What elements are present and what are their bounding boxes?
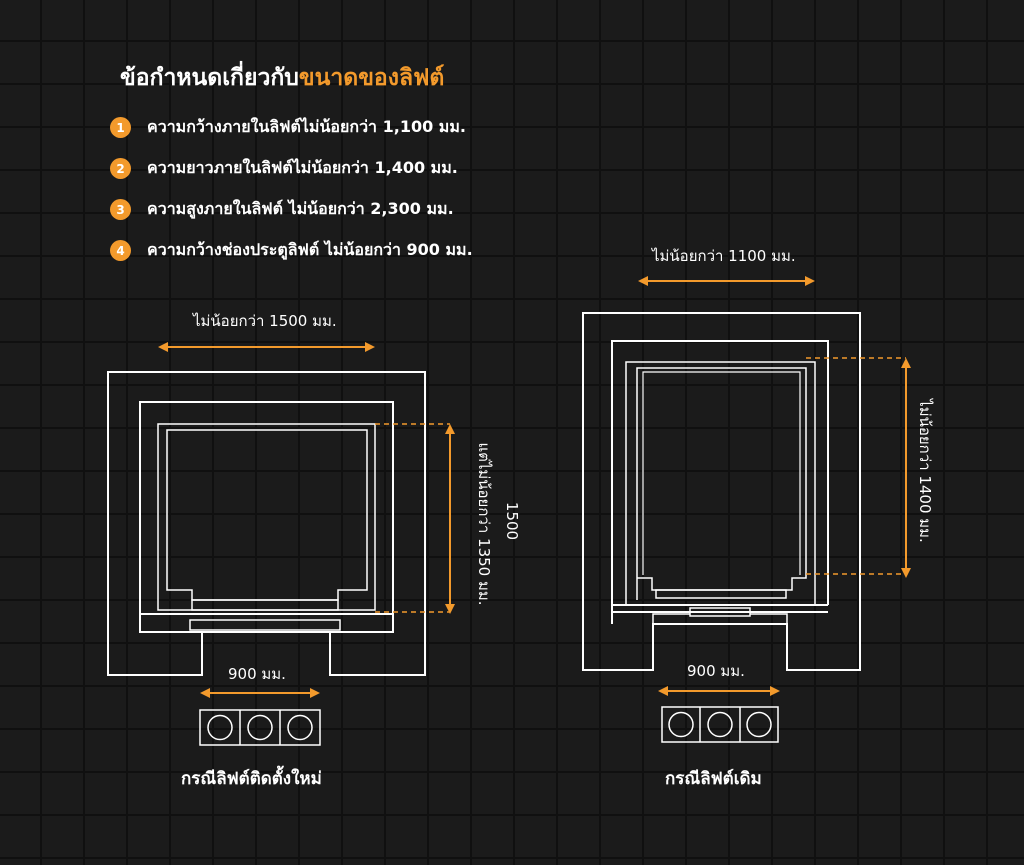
call-button-panel (199, 709, 321, 746)
number-badge: 4 (110, 240, 131, 261)
sill-plate (139, 613, 394, 633)
car-door (191, 599, 339, 611)
shaft-inner-wall (139, 401, 394, 614)
car-outline (625, 361, 816, 605)
car-outline (157, 423, 376, 611)
number-badge: 3 (110, 199, 131, 220)
car-inner (636, 367, 807, 600)
left-caption: กรณีลิฟต์ติดตั้งใหม่ (181, 769, 322, 789)
call-button-panel (661, 706, 779, 743)
list-item: 4 ความกว้างช่องประตูลิฟต์ ไม่น้อยกว่า 90… (110, 230, 473, 271)
left-depth-label-outer: 1500 (503, 501, 521, 541)
left-door-label: 900 มม. (228, 665, 286, 683)
list-item: 3 ความสูงภายในลิฟต์ ไม่น้อยกว่า 2,300 มม… (110, 189, 473, 230)
left-elevator-plan (107, 371, 426, 676)
shaft-outer-wall (582, 312, 861, 671)
landing-door (189, 619, 341, 631)
list-item: 1 ความกว้างภายในลิฟต์ไม่น้อยกว่า 1,100 ม… (110, 107, 473, 148)
number-badge: 2 (110, 158, 131, 179)
car-inner (166, 429, 368, 601)
title-prefix: ข้อกำหนดเกี่ยวกับ (120, 65, 299, 91)
number-badge: 1 (110, 117, 131, 138)
rule-text: ความกว้างช่องประตูลิฟต์ ไม่น้อยกว่า 900 … (147, 240, 473, 259)
left-width-label: ไม่น้อยกว่า 1500 มม. (193, 312, 337, 330)
rule-text: ความกว้างภายในลิฟต์ไม่น้อยกว่า 1,100 มม. (147, 117, 466, 136)
requirements-list: 1 ความกว้างภายในลิฟต์ไม่น้อยกว่า 1,100 ม… (110, 107, 473, 271)
rule-text: ความสูงภายในลิฟต์ ไม่น้อยกว่า 2,300 มม. (147, 199, 454, 218)
title-highlight: ขนาดของลิฟต์ (298, 65, 445, 91)
right-depth-label: ไม่น้อยกว่า 1400 มม. (916, 399, 934, 543)
right-elevator-plan (582, 312, 861, 671)
car-door (655, 589, 787, 599)
page-title: ข้อกำหนดเกี่ยวกับขนาดของลิฟต์ (120, 60, 444, 96)
list-item: 2 ความยาวภายในลิฟต์ไม่น้อยกว่า 1,400 มม. (110, 148, 473, 189)
shaft-inner-wall (611, 340, 829, 624)
right-door-label: 900 มม. (687, 662, 745, 680)
right-caption: กรณีลิฟต์เดิม (665, 769, 762, 789)
right-width-label: ไม่น้อยกว่า 1100 มม. (652, 247, 796, 265)
left-depth-label-inner: แต่ไม่น้อยกว่า 1350 มม. (475, 442, 493, 606)
rule-text: ความยาวภายในลิฟต์ไม่น้อยกว่า 1,400 มม. (147, 158, 458, 177)
shaft-outer-wall (107, 371, 426, 676)
landing-door (689, 607, 751, 617)
